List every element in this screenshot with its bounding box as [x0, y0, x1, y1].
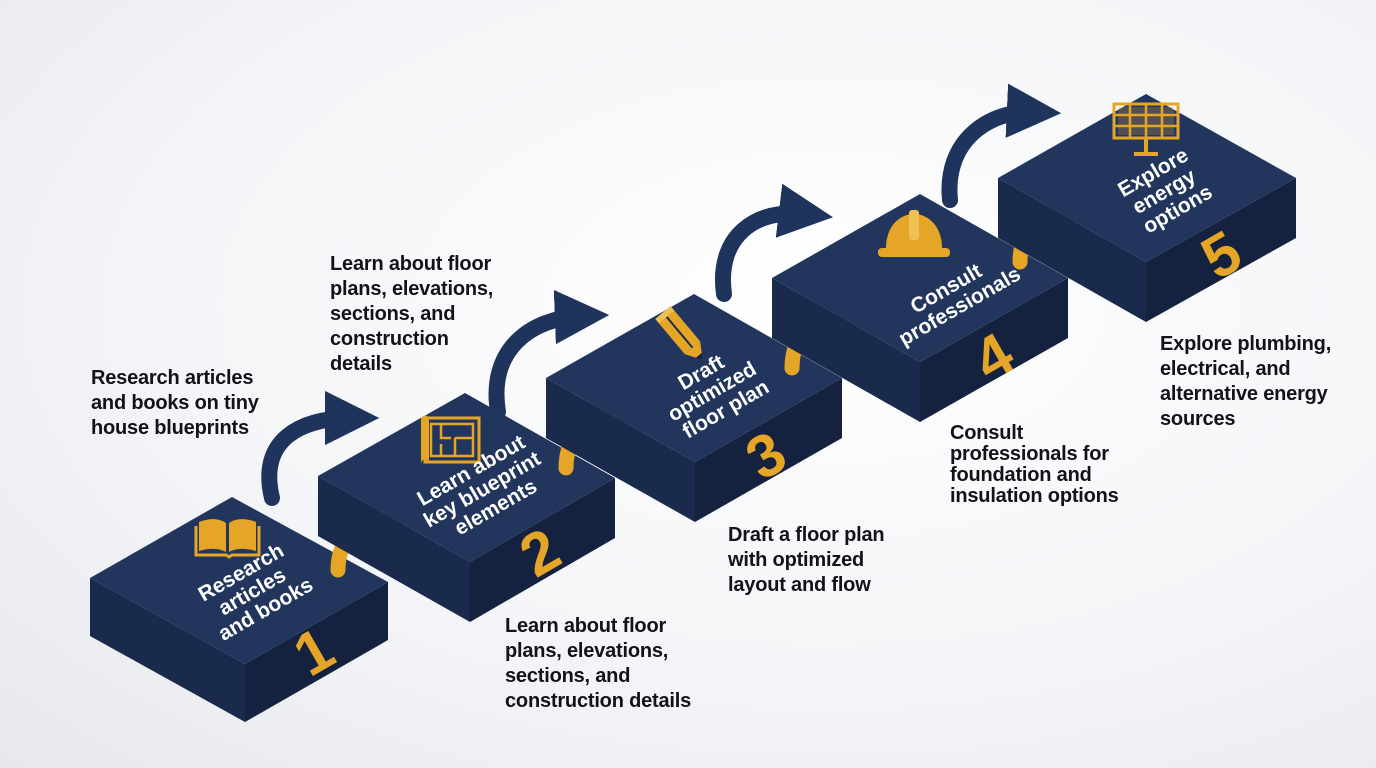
- cube-left-face: [772, 278, 920, 422]
- cube-right-face: [245, 582, 388, 722]
- arrow-2-3: [488, 289, 610, 420]
- cube-top-face: [90, 497, 388, 664]
- cube-right-face: [1146, 178, 1296, 322]
- description-line: alternative energy: [1160, 383, 1328, 405]
- pencil-icon: [655, 305, 703, 360]
- step-5-block: Explore energy options 5: [998, 94, 1296, 322]
- description-line: Learn about floor: [505, 615, 667, 637]
- arrow-3-4: [714, 183, 834, 302]
- cube-top-face: [998, 94, 1296, 262]
- cube-top-face: [318, 393, 615, 562]
- description-line: insulation options: [950, 485, 1119, 507]
- connector-arrows: [261, 83, 1062, 506]
- description-line: plans, elevations,: [330, 278, 494, 300]
- arrow-1-2: [261, 390, 380, 506]
- cube-left-face: [90, 578, 245, 722]
- description-line: sections, and: [505, 665, 631, 687]
- description-line: Consult: [950, 422, 1024, 444]
- blueprint-icon: [421, 415, 481, 464]
- cube-top-face: [546, 294, 842, 462]
- description-line: sections, and: [330, 303, 456, 325]
- description-line: foundation and: [950, 464, 1092, 486]
- step-1-block: Research articles and books 1: [90, 497, 388, 722]
- cube-right-face: [695, 378, 842, 522]
- description-line: layout and flow: [728, 574, 871, 596]
- cube-left-face: [998, 178, 1146, 322]
- description-line: construction: [330, 328, 449, 350]
- cube-top-face: [772, 194, 1068, 362]
- step-2-block: Learn about key blueprint elements 2: [318, 393, 615, 622]
- description-line: sources: [1160, 408, 1236, 430]
- description-line: with optimized: [728, 549, 865, 571]
- cube-left-face: [546, 378, 695, 522]
- hard-hat-icon: [878, 210, 950, 257]
- description-line: details: [330, 353, 392, 375]
- description-line: professionals for: [950, 443, 1109, 465]
- book-icon: [194, 519, 261, 559]
- cube-right-face: [470, 478, 615, 622]
- step-3-block: Draft optimized floor plan 3: [546, 294, 842, 522]
- description-line: Draft a floor plan: [728, 524, 885, 546]
- description-line: house blueprints: [91, 417, 249, 439]
- description-line: Explore plumbing,: [1160, 333, 1332, 355]
- cube-left-face: [318, 476, 470, 622]
- step-4-block: Consult professionals 4: [772, 194, 1068, 422]
- description-line: Research articles: [91, 367, 254, 389]
- solar-panel-icon: [1112, 102, 1180, 156]
- description-line: electrical, and: [1160, 358, 1291, 380]
- description-line: and books on tiny: [91, 392, 259, 414]
- description-line: Learn about floor: [330, 253, 492, 275]
- description-line: plans, elevations,: [505, 640, 669, 662]
- cube-right-face: [920, 278, 1068, 422]
- description-line: construction details: [505, 690, 692, 712]
- arrow-4-5: [941, 83, 1062, 208]
